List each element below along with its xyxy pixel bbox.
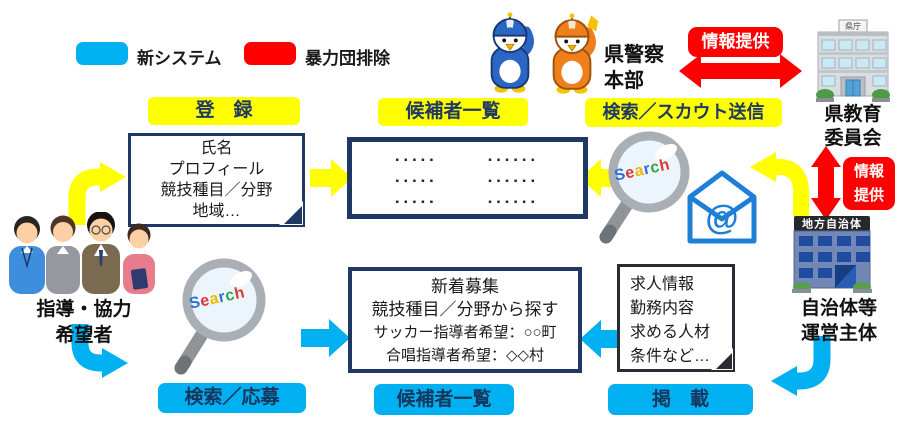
job-line: 求人情報 [630, 276, 695, 293]
legend-exclusion-swatch [244, 42, 296, 65]
step-candidates-top-label: 候補者一覧 [378, 98, 528, 126]
dots-row: ▪▪▪▪▪ [395, 176, 439, 187]
info-provision-top-badge: 情報提供 [688, 27, 783, 57]
education-board-line1: 県教育 [824, 104, 882, 125]
at-symbol: @ [705, 199, 739, 237]
police-mascot-orange-icon [552, 13, 600, 94]
education-board-label: 県教育 委員会 [808, 103, 898, 151]
registration-note-lines: 氏名 プロフィール 競技種目／分野 地域… [131, 136, 302, 222]
arrow-applicants-to-search-head [102, 348, 128, 378]
listing-line2: 競技種目／分野から探す [371, 300, 559, 319]
listing-line4: 合唱指導者希望：◇◇村 [385, 347, 545, 364]
arrow-info-police-education [679, 54, 802, 88]
job-line: 勤務内容 [630, 300, 695, 317]
legend-newsystem-swatch [76, 42, 128, 65]
municipality-building-icon: 地方自治体 [792, 216, 872, 293]
dots-row: ▪▪▪▪▪ [395, 155, 439, 166]
education-board-building-icon: 県庁 [816, 19, 890, 102]
job-line: 条件など… [630, 348, 711, 365]
municipality-label: 自治体等 運営主体 [790, 296, 888, 346]
applicants-line1: 指導・協力 [36, 299, 132, 320]
police-hq-line2: 本部 [604, 70, 644, 92]
note-line: 氏名 [200, 140, 233, 157]
listing-box-content: 新着募集 競技種目／分野から探す サッカー指導者希望：○○町 合唱指導者希望：◇… [352, 271, 578, 367]
job-note-box: 求人情報 勤務内容 求める人材 条件など… [617, 264, 735, 372]
envelope-outline-icon [687, 170, 757, 244]
folded-corner-icon [279, 201, 303, 225]
note-line: プロフィール [168, 161, 265, 178]
note-line: 競技種目／分野 [160, 182, 273, 199]
municipality-building-sign: 地方自治体 [802, 217, 862, 231]
info-provision-side-line1: 情報 [853, 163, 884, 180]
police-hq-label: 県警察 本部 [604, 42, 684, 94]
dots-row: ▪▪▪▪▪▪ [488, 176, 540, 187]
arrow-register-to-list [310, 159, 352, 197]
applicants-line2: 希望者 [55, 325, 113, 346]
info-provision-side-line2: 提供 [853, 187, 884, 204]
arrow-search-to-listing [301, 319, 350, 357]
candidate-dots-left: ▪▪▪▪▪ ▪▪▪▪▪ ▪▪▪▪▪ [395, 150, 438, 213]
step-register-label: 登 録 [148, 97, 300, 125]
candidate-list-box: ▪▪▪▪▪ ▪▪▪▪▪ ▪▪▪▪▪ ▪▪▪▪▪▪ ▪▪▪▪▪▪ ▪▪▪▪▪▪ [347, 137, 588, 219]
municipality-line1: 自治体等 [800, 298, 877, 319]
registration-note-box: 氏名 プロフィール 競技種目／分野 地域… [128, 133, 305, 227]
step-post-label: 掲 載 [608, 384, 753, 415]
police-mascot-blue-icon [490, 12, 534, 93]
listing-line1: 新着募集 [431, 277, 499, 296]
listing-box: 新着募集 競技種目／分野から探す サッカー指導者希望：○○町 合唱指導者希望：◇… [348, 267, 582, 373]
candidate-dot-columns: ▪▪▪▪▪ ▪▪▪▪▪ ▪▪▪▪▪ ▪▪▪▪▪▪ ▪▪▪▪▪▪ ▪▪▪▪▪▪ [352, 142, 583, 213]
police-hq-line1: 県警察 [604, 44, 664, 66]
dots-row: ▪▪▪▪▪ [395, 197, 439, 208]
dots-row: ▪▪▪▪▪▪ [488, 155, 540, 166]
applicants-label: 指導・協力 希望者 [12, 297, 156, 349]
job-note-lines: 求人情報 勤務内容 求める人材 条件など… [620, 267, 732, 369]
applicants-people-icon [9, 212, 155, 294]
listing-line3: サッカー指導者希望：○○町 [373, 324, 557, 341]
legend-exclusion-label: 暴力団排除 [305, 49, 390, 68]
magnifier-glass-icon [174, 258, 266, 375]
search-magnifier-bottom-icon: Search [168, 256, 270, 376]
note-line: 地域… [192, 203, 241, 220]
arrow-jobnote-to-listing [580, 320, 618, 358]
mail-icon: @ [684, 167, 760, 247]
education-board-line2: 委員会 [824, 128, 882, 149]
education-board-building-sign: 県庁 [845, 21, 861, 31]
municipality-line2: 運営主体 [800, 323, 877, 344]
search-magnifier-top-icon: Search [594, 130, 696, 245]
info-provision-side-badge: 情報 提供 [843, 157, 895, 210]
job-line: 求める人材 [630, 324, 711, 341]
candidate-dots-right: ▪▪▪▪▪▪ ▪▪▪▪▪▪ ▪▪▪▪▪▪ [488, 150, 539, 213]
arrow-right-to-mail [774, 159, 809, 217]
arrow-applicants-to-register-head [100, 162, 126, 192]
dots-row: ▪▪▪▪▪▪ [488, 197, 540, 208]
step-search-apply-label: 検索／応募 [158, 383, 306, 413]
step-candidates-bottom-label: 候補者一覧 [374, 384, 514, 415]
folded-corner-icon [711, 348, 733, 370]
arrow-info-education-municipality [811, 146, 841, 220]
step-search-scout-label: 検索／スカウト送信 [585, 98, 782, 127]
arrow-municipality-to-post-head [771, 366, 797, 396]
magnifier-glass-icon [599, 131, 690, 244]
legend-newsystem-label: 新システム [137, 49, 222, 68]
